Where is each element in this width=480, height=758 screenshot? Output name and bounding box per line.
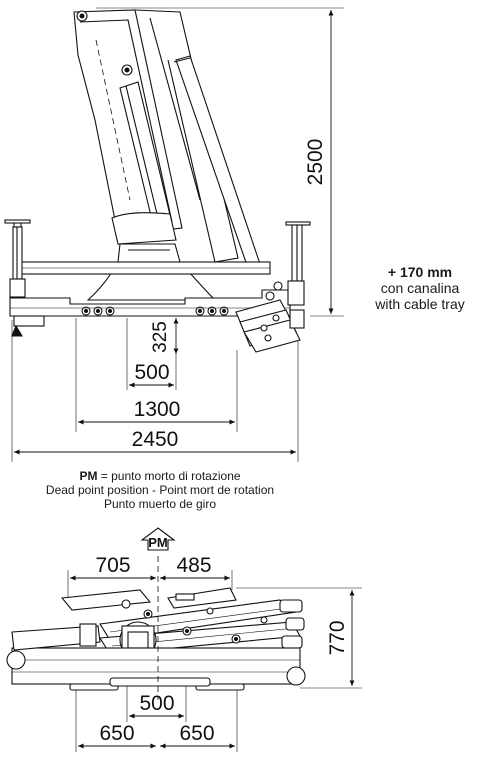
pm-legend-italian: = punto morto di rotazione — [97, 469, 241, 483]
cable-tray-english: with cable tray — [375, 296, 465, 312]
crane-plan-view — [6, 556, 306, 700]
pm-legend: PM = punto morto di rotazione Dead point… — [0, 469, 320, 511]
stabilizer-plate-right — [167, 587, 237, 609]
pm-legend-spanish: Punto muerto de giro — [103, 497, 217, 511]
left-roller — [6, 650, 26, 670]
cable-tray-extra-height: + 170 mm — [387, 264, 453, 280]
pm-legend-line1: PM = punto morto di rotazione — [0, 469, 320, 483]
crane-boom — [134, 9, 239, 263]
bolt-holes-right — [195, 306, 229, 316]
folded-boom-sections — [235, 281, 305, 353]
top-dimension-labels: 2500 325 500 1300 2450 — [132, 139, 327, 451]
dim-1300-label: 1300 — [134, 398, 181, 421]
bottom-dimension-labels: 705 485 770 500 650 650 — [95, 554, 349, 745]
dim-770-label: 770 — [326, 620, 349, 655]
pm-arrow-shape — [140, 527, 176, 551]
right-roller — [286, 666, 306, 686]
dim-325-label: 325 — [150, 321, 171, 353]
bottom-dimension-lines — [67, 570, 362, 752]
left-stabilizer — [4, 219, 45, 337]
cable-tray-italian: con canalina — [380, 280, 460, 296]
dim-485-label: 485 — [176, 554, 211, 577]
dim-2450-label: 2450 — [132, 428, 179, 451]
stabilizer-plate-left — [60, 589, 152, 611]
bolt-holes-left — [81, 306, 115, 316]
pm-arrow: PM — [140, 527, 176, 551]
top-dimension-lines — [11, 7, 344, 462]
right-stabilizer — [285, 221, 311, 306]
dim-650-left-label: 650 — [99, 722, 134, 745]
pm-arrow-label: PM — [148, 535, 168, 550]
dim-2500-label: 2500 — [304, 139, 327, 186]
cable-tray-note: + 170 mm con canalina with cable tray — [360, 264, 480, 312]
pm-legend-english-french: Dead point position - Point mort de rota… — [45, 483, 275, 497]
dim-705-label: 705 — [95, 554, 130, 577]
dim-500-bottom-label: 500 — [139, 692, 174, 715]
dim-650-right-label: 650 — [179, 722, 214, 745]
dim-500-top-label: 500 — [134, 361, 169, 384]
left-arm-tube — [11, 625, 101, 651]
pm-abbr: PM — [79, 469, 98, 483]
crane-side-view — [4, 9, 311, 353]
